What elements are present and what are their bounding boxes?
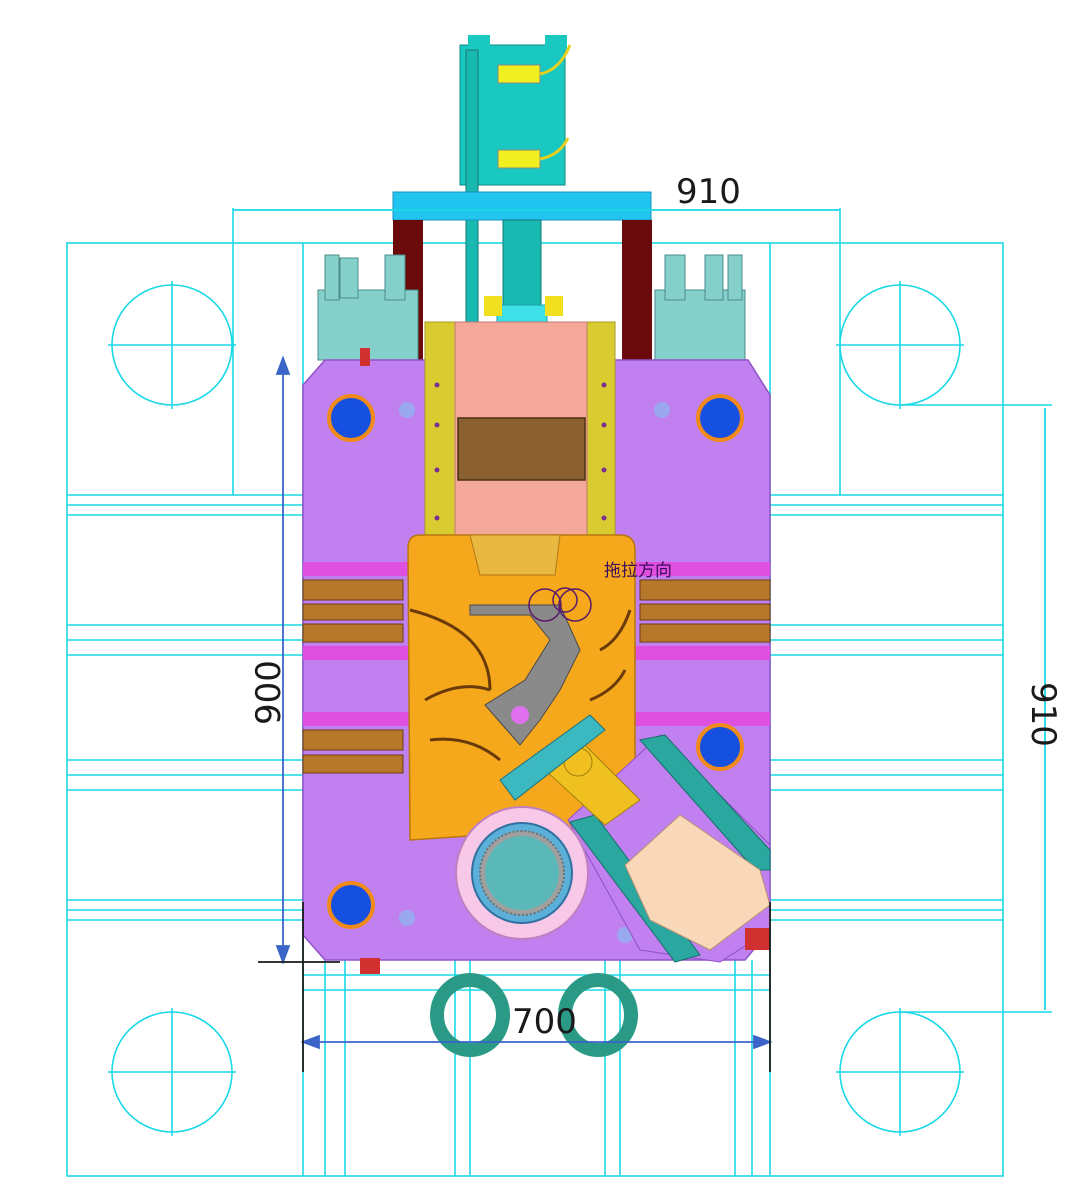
- dim-bottom-width: 700: [512, 1002, 577, 1042]
- red-markers: [360, 348, 770, 974]
- dim-right-height: 910: [1023, 682, 1063, 747]
- tie-bar-holes: [108, 281, 964, 1136]
- pull-direction-label: 拖拉方向: [604, 561, 672, 581]
- dim-top-width: 910: [676, 172, 741, 212]
- slide-housing: [424, 321, 616, 543]
- tie-bar-bottom-right: [836, 1008, 964, 1136]
- guide-bolt-holes: [327, 394, 744, 943]
- tie-bar-top-right: [836, 281, 964, 409]
- tie-bar-top-left: [108, 281, 236, 409]
- dim-left-height: 900: [249, 660, 289, 725]
- cooling-runners: [302, 579, 771, 774]
- round-core: [455, 806, 589, 940]
- angled-slide: [499, 714, 771, 963]
- eye-bolts: [430, 973, 638, 1057]
- dimension-lines: [233, 209, 1046, 1072]
- tie-bar-bottom-left: [108, 1008, 236, 1136]
